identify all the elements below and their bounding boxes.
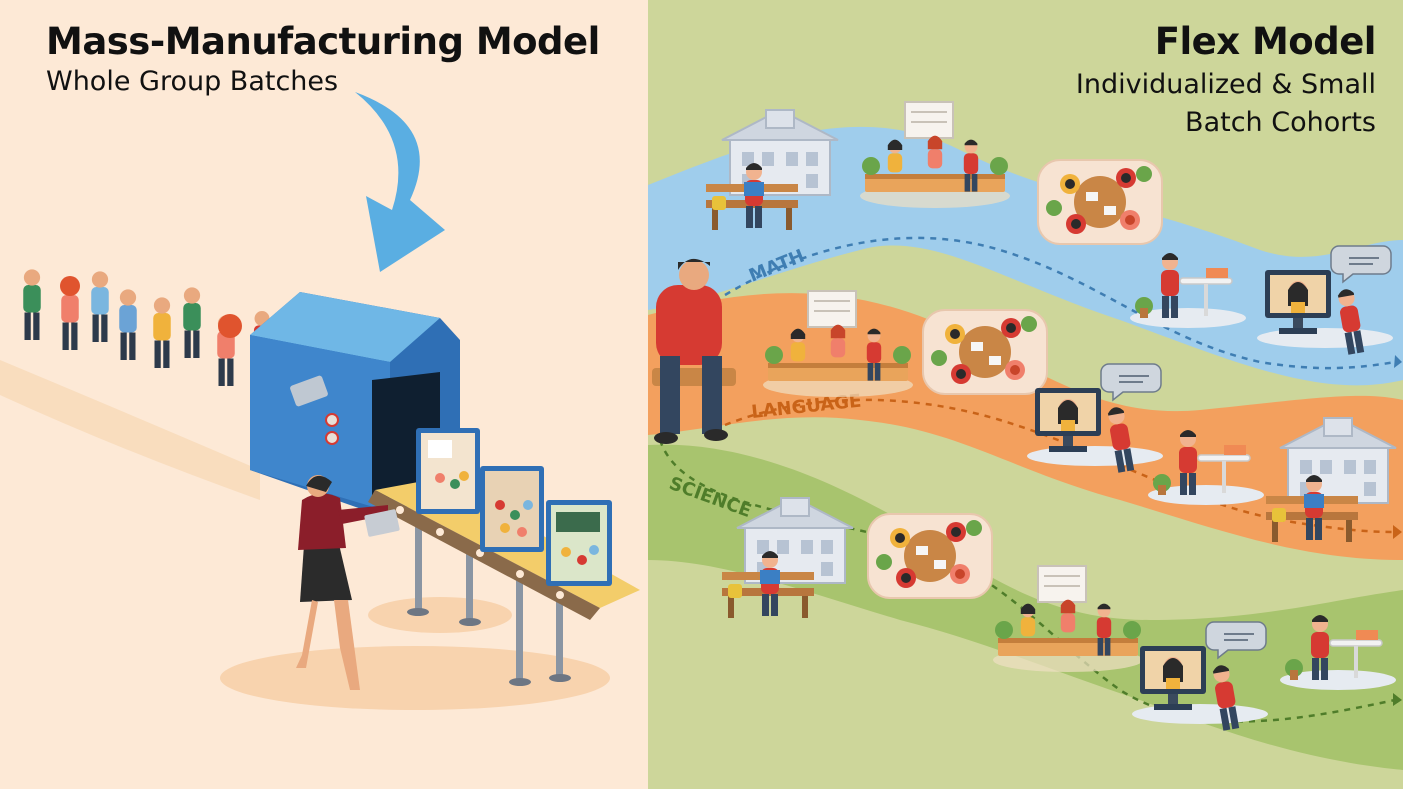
left-panel-subtitle: Whole Group Batches — [46, 66, 339, 97]
science-dashed-path — [658, 439, 1396, 723]
seated-student-figure — [652, 258, 736, 444]
language-arrowhead-icon — [1393, 525, 1402, 539]
student-crowd — [23, 269, 271, 386]
science-arrowhead-icon — [1393, 693, 1402, 706]
crowd-path-shadow — [0, 360, 260, 500]
math-dashed-path — [724, 236, 1396, 370]
classroom-card-1 — [416, 428, 480, 514]
teacher-figure — [296, 475, 400, 690]
language-topdown-table — [922, 309, 1048, 395]
floor-shadow-small — [368, 597, 512, 633]
classroom-card-3 — [546, 500, 612, 586]
classroom-card-2 — [480, 466, 544, 552]
right-panel-title: Flex Model — [1154, 20, 1377, 63]
curved-arrow-icon — [355, 92, 445, 272]
math-arrowhead-icon — [1394, 355, 1402, 368]
science-topdown-table — [867, 513, 993, 599]
math-topdown-table — [1037, 159, 1163, 245]
floor-shadow-large — [220, 646, 610, 710]
manufacturing-machine — [250, 292, 460, 512]
language-dashed-path — [724, 398, 1396, 534]
left-panel-title: Mass-Manufacturing Model — [46, 20, 600, 63]
right-panel-subtitle: Individualized & Small Batch Cohorts — [1075, 69, 1376, 138]
